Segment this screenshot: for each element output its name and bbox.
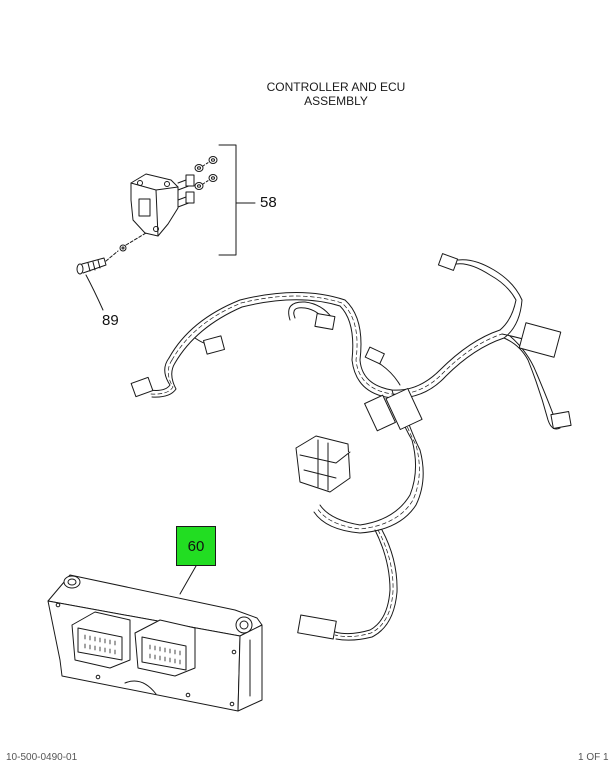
harness-connector (130, 253, 572, 640)
diagram-title-line1: CONTROLLER AND ECU (266, 80, 406, 94)
diagram-title: CONTROLLER AND ECU ASSEMBLY (236, 80, 436, 108)
callout-60-highlight[interactable]: 60 (176, 526, 216, 566)
controller-bracket-assembly (130, 156, 218, 237)
footer-page-count: 1 OF 1 (578, 752, 609, 763)
callout-58-bracket (218, 144, 256, 256)
mounting-bolt (76, 232, 147, 311)
footer-part-number: 10-500-0490-01 (6, 752, 78, 763)
wiring-harness (130, 253, 572, 641)
callout-89-label: 89 (102, 312, 119, 329)
callout-60-leader (179, 565, 197, 595)
ecu-module (47, 574, 263, 712)
callout-58-label: 58 (260, 194, 277, 211)
diagram-title-line2: ASSEMBLY (304, 94, 368, 108)
